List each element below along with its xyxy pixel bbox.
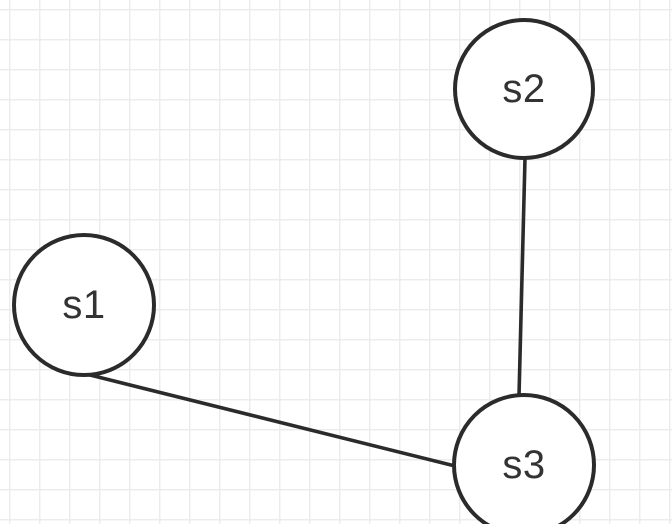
- node-s2-circle[interactable]: [453, 18, 595, 160]
- node-s3[interactable]: s3: [452, 393, 596, 524]
- node-s1-label: s1: [62, 283, 105, 327]
- edge-s2-s3[interactable]: [517, 156, 527, 398]
- edge-s1-s3[interactable]: [84, 372, 457, 468]
- node-s1-circle[interactable]: [12, 233, 156, 377]
- node-s1[interactable]: s1: [12, 233, 156, 377]
- node-s3-circle[interactable]: [452, 393, 596, 524]
- edge-layer: [84, 156, 527, 468]
- node-s2[interactable]: s2: [453, 18, 595, 160]
- node-s2-label: s2: [502, 67, 545, 111]
- node-s3-label: s3: [502, 443, 545, 487]
- node-layer: s1 s2 s3: [12, 18, 596, 524]
